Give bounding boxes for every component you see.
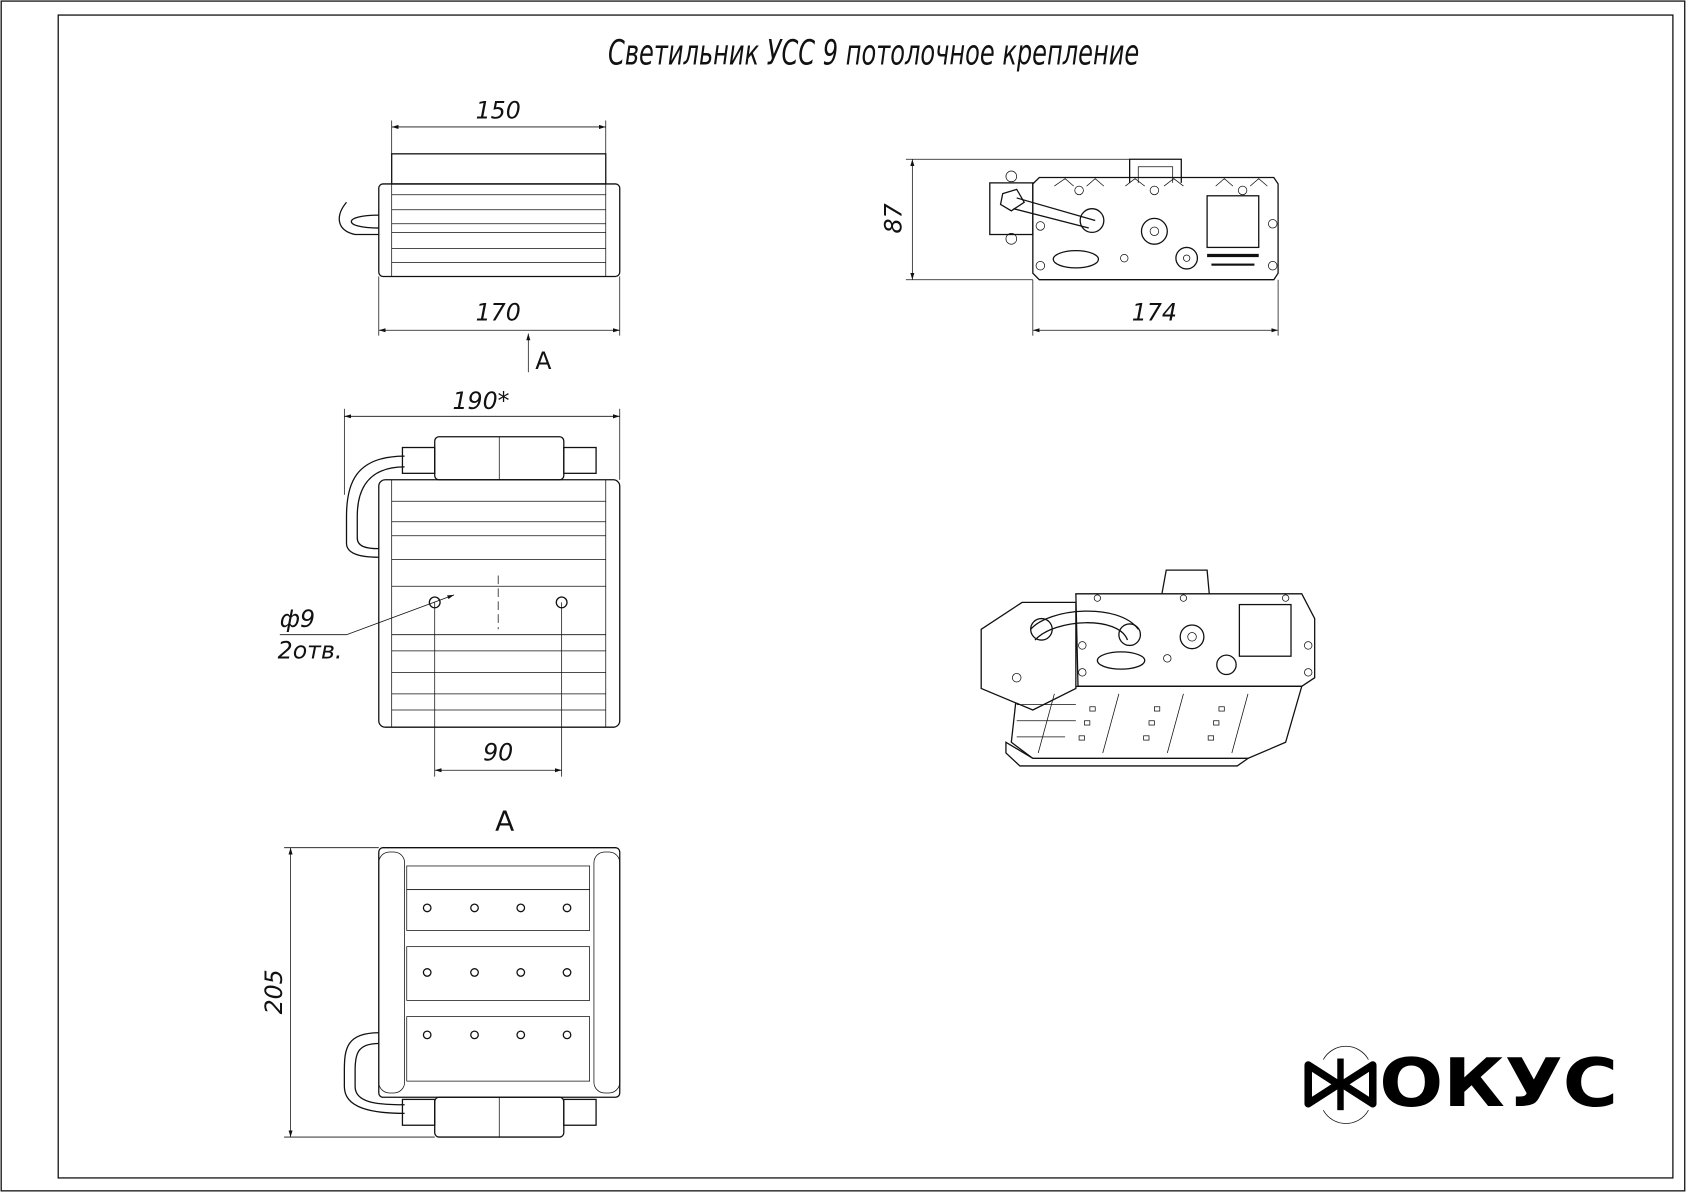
plan-view: 190* 90 ф9 2отв. bbox=[278, 387, 621, 777]
cable-loop bbox=[350, 214, 379, 229]
drawing-title: Светильник УСС 9 потолочное крепление bbox=[608, 33, 1139, 74]
isometric-view bbox=[980, 569, 1316, 767]
dim-150: 150 bbox=[476, 96, 521, 124]
company-logo: ОКУС bbox=[1304, 1044, 1618, 1124]
logo-text: ОКУС bbox=[1379, 1044, 1618, 1122]
dim-205: 205 bbox=[260, 969, 288, 1014]
view-label: A bbox=[495, 804, 514, 837]
handle bbox=[1129, 158, 1182, 183]
drawing-frame bbox=[57, 14, 1674, 1179]
view-arrow-label: A bbox=[535, 347, 551, 375]
cable bbox=[1030, 610, 1139, 630]
dim-90: 90 bbox=[483, 739, 513, 767]
gland-box bbox=[980, 601, 1077, 711]
brand-badge bbox=[1052, 250, 1100, 269]
brand-badge bbox=[1096, 651, 1146, 670]
cable-gland bbox=[401, 446, 436, 474]
label-plate bbox=[1238, 603, 1292, 657]
body-outline bbox=[378, 183, 621, 278]
hole-diameter: ф9 bbox=[280, 605, 315, 633]
hole-leader bbox=[279, 594, 455, 636]
top-view: 150 170 A bbox=[338, 96, 621, 375]
label-plate bbox=[1206, 195, 1260, 249]
dim-87: 87 bbox=[880, 203, 908, 233]
handle bbox=[1161, 569, 1210, 594]
cable bbox=[1013, 197, 1096, 229]
dim-190: 190* bbox=[452, 387, 509, 415]
dim-170: 170 bbox=[476, 299, 521, 327]
gland-plate bbox=[989, 182, 1034, 236]
cable-gland bbox=[563, 446, 597, 474]
cable bbox=[345, 455, 405, 558]
side-view: 87 174 bbox=[880, 158, 1279, 336]
hole-count: 2отв. bbox=[278, 636, 343, 664]
body-outline bbox=[378, 479, 621, 728]
dim-174: 174 bbox=[1132, 299, 1177, 327]
cable bbox=[343, 1032, 405, 1115]
body-outline bbox=[378, 847, 621, 1098]
led-grid bbox=[422, 903, 572, 1040]
bottom-view: A 205 bbox=[260, 804, 621, 1138]
